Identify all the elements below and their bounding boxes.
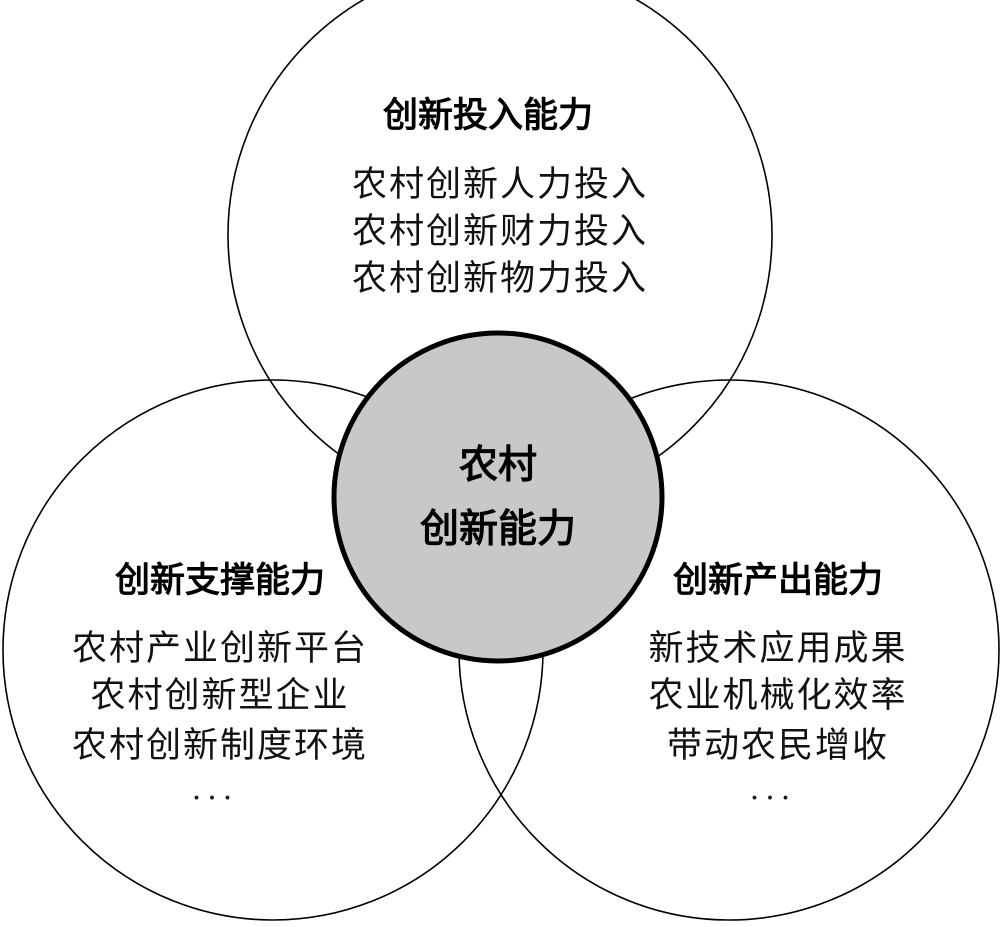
top-item: 农村创新人力投入 bbox=[352, 165, 648, 205]
left-item: 农村创新型企业 bbox=[90, 676, 349, 716]
right-title: 创新产出能力 bbox=[672, 560, 883, 601]
right-item: 新技术应用成果 bbox=[648, 629, 907, 669]
right-item: 带动农民增收 bbox=[667, 726, 889, 766]
center-label-line2: 创新能力 bbox=[420, 506, 576, 552]
left-ellipsis: ··· bbox=[192, 781, 239, 816]
top-title: 创新投入能力 bbox=[382, 95, 593, 136]
left-title: 创新支撑能力 bbox=[114, 560, 325, 601]
right-item: 农业机械化效率 bbox=[648, 676, 907, 716]
center-circle bbox=[331, 330, 665, 664]
left-item: 农村产业创新平台 bbox=[72, 629, 368, 669]
top-item: 农村创新财力投入 bbox=[352, 212, 648, 252]
center-label-line1: 农村 bbox=[459, 442, 537, 488]
right-ellipsis: ··· bbox=[750, 781, 797, 816]
left-item: 农村创新制度环境 bbox=[72, 726, 368, 766]
top-item: 农村创新物力投入 bbox=[352, 259, 648, 299]
